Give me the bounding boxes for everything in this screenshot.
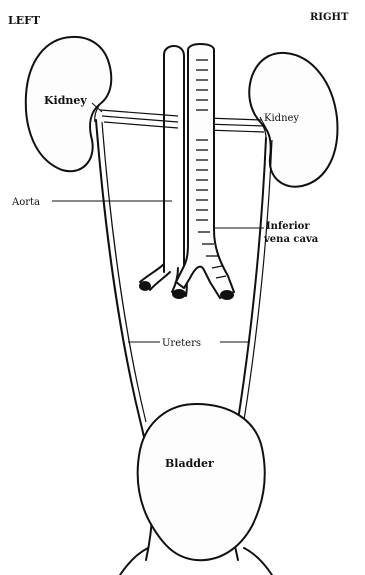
- kidney-left-label: Kidney: [44, 94, 87, 107]
- bladder-label: Bladder: [165, 457, 214, 470]
- left-iliac-end: [139, 281, 151, 291]
- ivc-end: [220, 290, 234, 300]
- right-iliac-end: [172, 289, 186, 299]
- ivc-label-line1: Inferior: [266, 221, 310, 232]
- kidney-right-label: Kidney: [264, 113, 299, 124]
- renal-vessels: [100, 110, 264, 132]
- aorta-label: Aorta: [11, 197, 40, 208]
- bladder: [138, 404, 265, 560]
- aorta: [139, 46, 187, 299]
- ureters-label: Ureters: [162, 338, 201, 349]
- ivc-label-line2: vena cava: [263, 234, 319, 245]
- orientation-right-label: RIGHT: [310, 12, 349, 23]
- orientation-left-label: LEFT: [8, 14, 41, 27]
